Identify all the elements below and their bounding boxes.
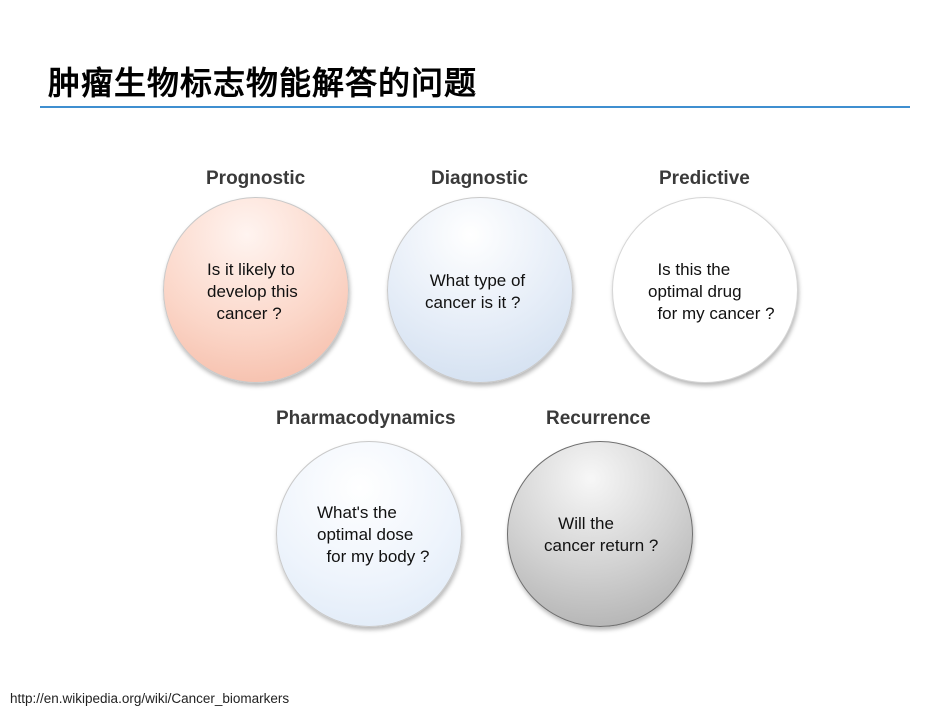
circle-pharmacodynamics <box>276 441 462 627</box>
label-pharmacodynamics: Pharmacodynamics <box>276 408 456 429</box>
question-predictive: Is this the optimal drug for my cancer ? <box>648 260 775 323</box>
label-prognostic: Prognostic <box>206 168 306 189</box>
circle-predictive <box>612 197 798 383</box>
slide-title: 肿瘤生物标志物能解答的问题 <box>48 64 478 102</box>
title-underline <box>40 106 910 108</box>
question-prognostic: Is it likely to develop this cancer ? <box>207 260 298 323</box>
label-recurrence: Recurrence <box>546 408 651 429</box>
source-link[interactable]: http://en.wikipedia.org/wiki/Cancer_biom… <box>10 691 290 706</box>
circle-prognostic <box>163 197 349 383</box>
question-diagnostic: What type of cancer is it ? <box>425 271 526 312</box>
question-recurrence: Will the cancer return ? <box>544 514 659 555</box>
label-predictive: Predictive <box>659 168 750 189</box>
circle-diagnostic <box>387 197 573 383</box>
label-diagnostic: Diagnostic <box>431 168 529 189</box>
question-pharmacodynamics: What's the optimal dose for my body ? <box>317 503 430 566</box>
circle-recurrence <box>507 441 693 627</box>
